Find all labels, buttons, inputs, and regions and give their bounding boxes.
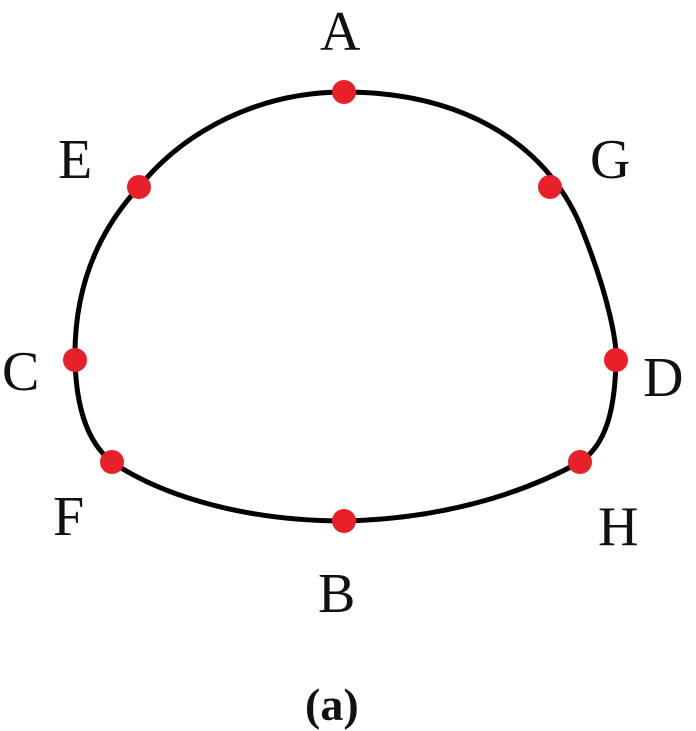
point-g-label: G <box>590 129 630 191</box>
point-a-marker <box>332 80 356 104</box>
tunnel-outline <box>72 89 619 524</box>
point-c-label: C <box>2 341 39 403</box>
point-h-marker <box>568 450 592 474</box>
point-d-marker <box>604 348 628 372</box>
point-h-label: H <box>598 496 638 558</box>
point-b-label: B <box>318 563 355 625</box>
point-g-marker <box>538 175 562 199</box>
point-a-label: A <box>320 1 361 63</box>
point-b-marker <box>332 509 356 533</box>
point-f-label: F <box>53 486 84 548</box>
point-c-marker <box>63 348 87 372</box>
figure-caption: (a) <box>305 679 359 730</box>
point-e-label: E <box>58 129 92 191</box>
point-e-marker <box>127 175 151 199</box>
point-d-label: D <box>643 347 683 409</box>
point-f-marker <box>100 450 124 474</box>
